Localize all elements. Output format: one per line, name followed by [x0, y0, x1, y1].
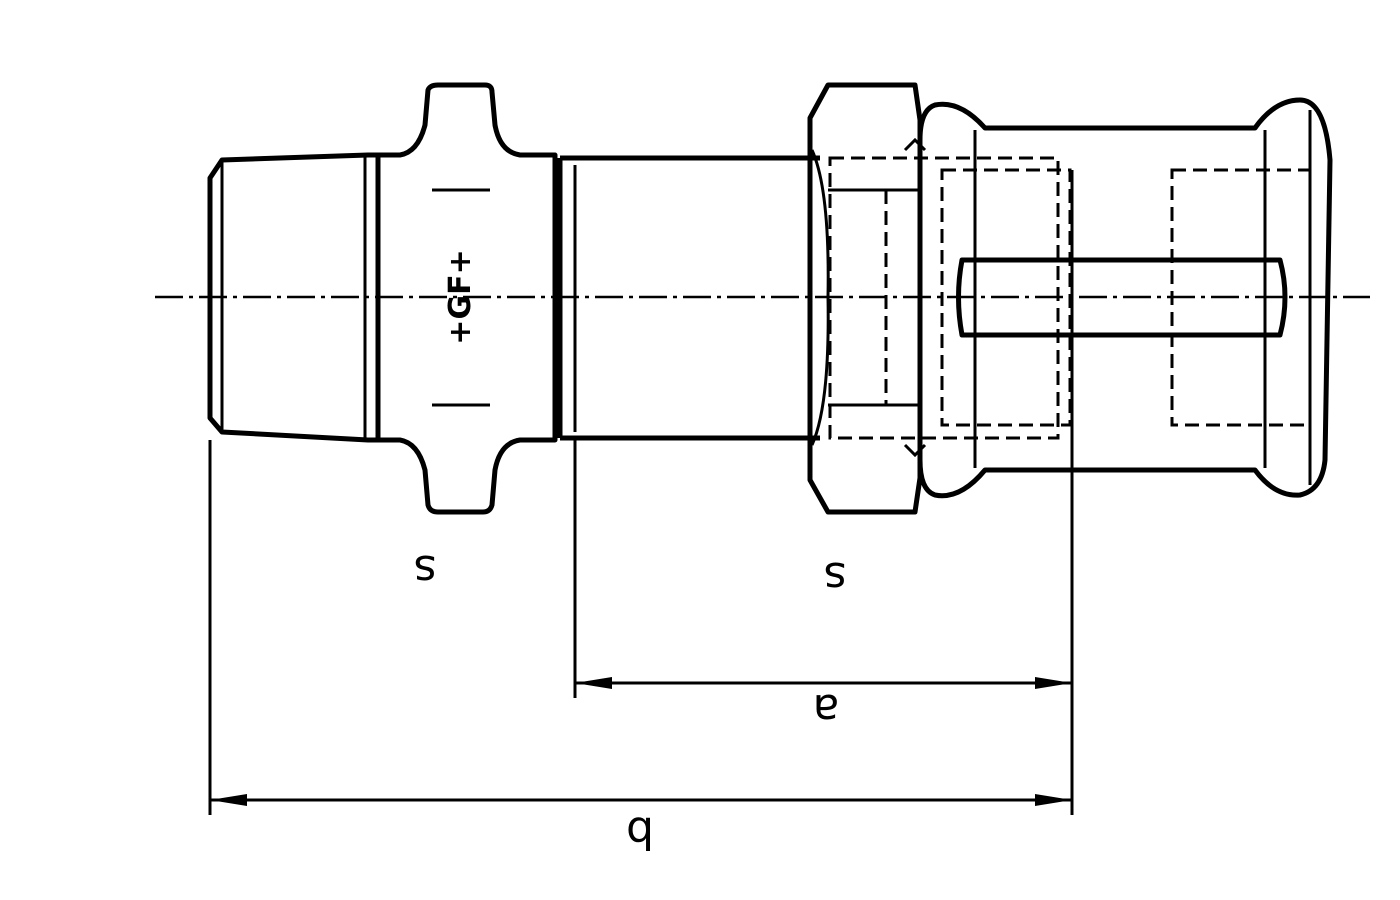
hex-flange: +GF+: [378, 82, 558, 515]
label-a: a: [813, 684, 840, 735]
gf-logo: +GF+: [443, 249, 478, 344]
press-coupling: [917, 97, 1333, 499]
label-s-right: s: [824, 552, 847, 603]
union-nut: [807, 82, 923, 515]
body-pipe: [557, 155, 820, 441]
label-s-left: s: [414, 545, 437, 596]
dimension-lines: [208, 170, 1074, 815]
label-b: b: [626, 807, 654, 858]
